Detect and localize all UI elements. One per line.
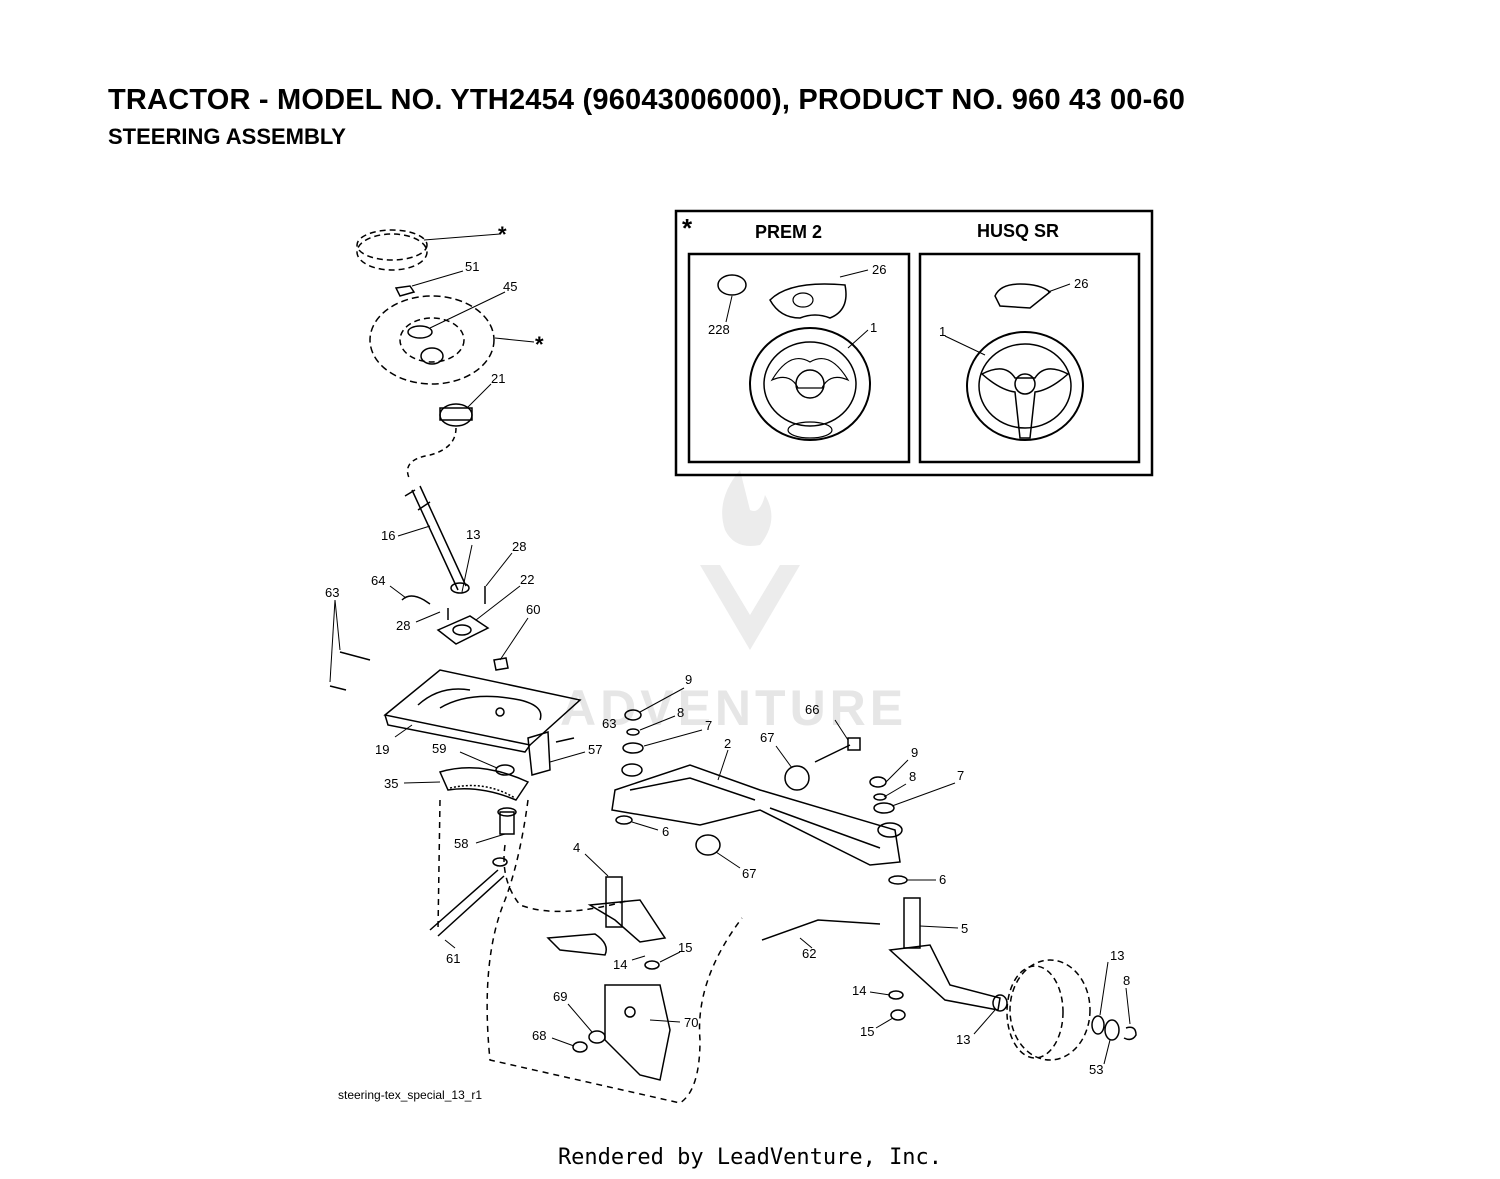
callout-number: 70: [684, 1015, 698, 1030]
callout-number: 14: [852, 983, 866, 998]
inset-panel: [674, 209, 1154, 477]
callout-number: 60: [526, 602, 540, 617]
watermark-text: ADVENTURE: [560, 680, 907, 736]
page-title: TRACTOR - MODEL NO. YTH2454 (96043006000…: [108, 84, 1186, 116]
footer-credit: Rendered by LeadVenture, Inc.: [557, 1145, 943, 1170]
callout-number: 64: [371, 573, 385, 588]
parts-drawing: [329, 229, 1137, 1104]
callout-number: 9: [685, 672, 692, 687]
callout-number: 21: [491, 371, 505, 386]
callout-number: 66: [805, 702, 819, 717]
callout-number: 63: [602, 716, 616, 731]
watermark: ADVENTURE: [560, 470, 907, 736]
callout-number: 61: [446, 951, 460, 966]
callout-number: 15: [678, 940, 692, 955]
callout-number: 6: [662, 824, 669, 839]
callout-number: 28: [512, 539, 526, 554]
callout-number: 14: [613, 957, 627, 972]
callout-number: 13: [466, 527, 480, 542]
page-subtitle: STEERING ASSEMBLY: [108, 124, 346, 149]
inset-title-prem2: PREM 2: [755, 222, 822, 242]
callout-number: 22: [520, 572, 534, 587]
callout-number: 9: [911, 745, 918, 760]
callout-number: 4: [573, 840, 580, 855]
flame-icon: [722, 470, 772, 546]
inset-callout: 26: [1074, 276, 1088, 291]
callout-asterisk: *: [535, 332, 544, 357]
chevron-logo-icon: [700, 565, 800, 650]
callout-number: 68: [532, 1028, 546, 1043]
callout-number: 16: [381, 528, 395, 543]
callout-number: 35: [384, 776, 398, 791]
callout-number: 69: [553, 989, 567, 1004]
inset-callout: 1: [939, 324, 946, 339]
callout-number: 51: [465, 259, 479, 274]
inset-callout: 26: [872, 262, 886, 277]
callout-number: 6: [939, 872, 946, 887]
callout-labels: * 51 45 * 21 16 13 28 22 64 28 63 60 9 8…: [325, 222, 1130, 1077]
callout-number: 67: [742, 866, 756, 881]
inset-title-husq-sr: HUSQ SR: [977, 221, 1059, 241]
inset-callout: 1: [870, 320, 877, 335]
callout-number: 15: [860, 1024, 874, 1039]
callout-number: 63: [325, 585, 339, 600]
callout-number: 62: [802, 946, 816, 961]
callout-number: 58: [454, 836, 468, 851]
callout-number: 13: [956, 1032, 970, 1047]
callout-number: 45: [503, 279, 517, 294]
inset-marker: *: [682, 213, 693, 243]
inset-callout: 228: [708, 322, 730, 337]
callout-number: 5: [961, 921, 968, 936]
callout-asterisk: *: [498, 222, 507, 247]
callout-number: 59: [432, 741, 446, 756]
callout-number: 8: [1123, 973, 1130, 988]
callout-number: 67: [760, 730, 774, 745]
figure-id: steering-tex_special_13_r1: [338, 1088, 483, 1102]
callout-number: 8: [909, 769, 916, 784]
callout-number: 2: [724, 736, 731, 751]
callout-number: 28: [396, 618, 410, 633]
callout-number: 8: [677, 705, 684, 720]
callout-number: 19: [375, 742, 389, 757]
callout-number: 7: [705, 718, 712, 733]
callout-number: 13: [1110, 948, 1124, 963]
callout-number: 53: [1089, 1062, 1103, 1077]
callout-number: 57: [588, 742, 602, 757]
callout-number: 7: [957, 768, 964, 783]
